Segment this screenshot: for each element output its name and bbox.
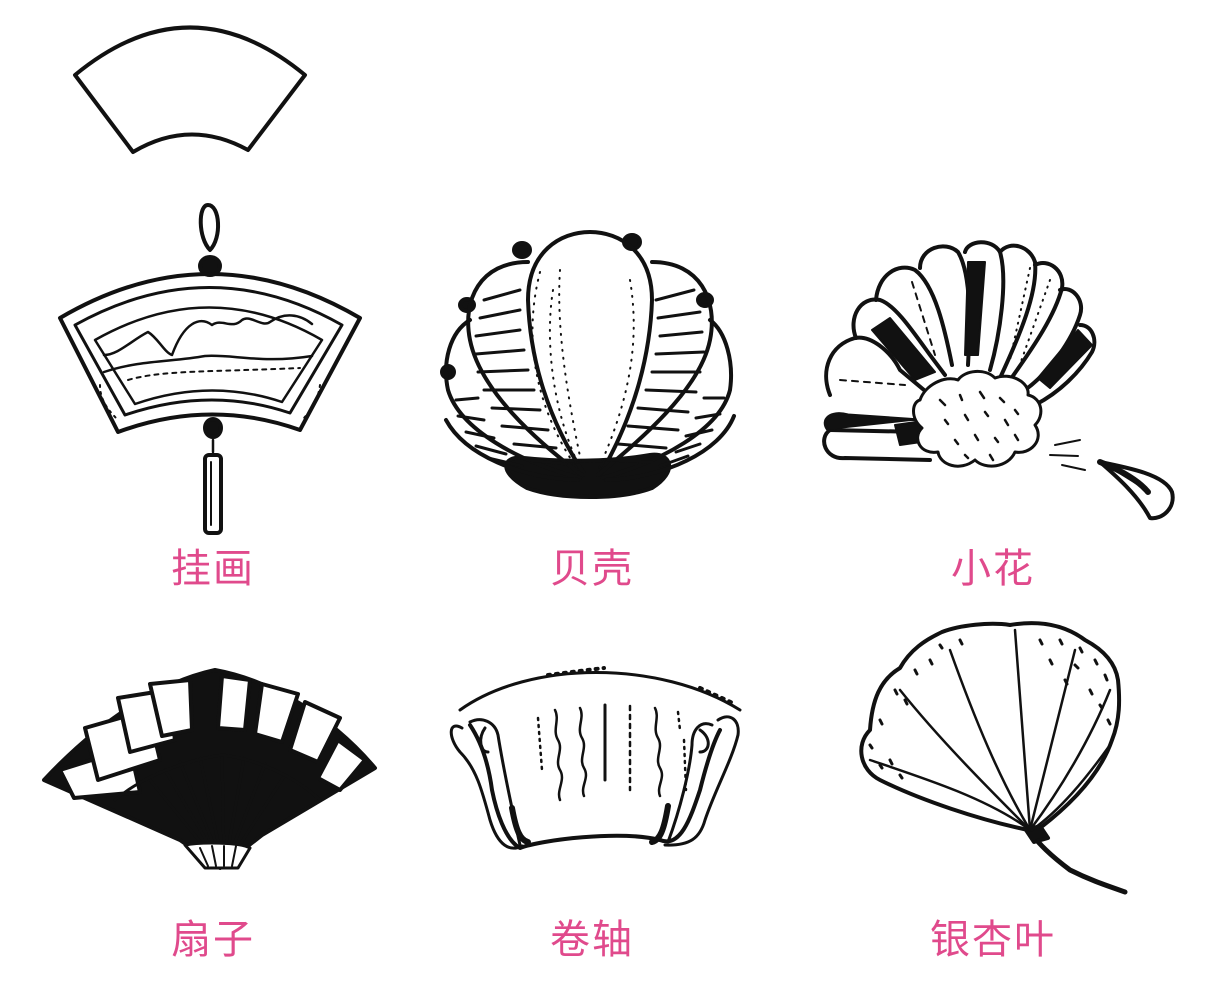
label-folding-fan: 扇子 xyxy=(171,917,255,963)
flower-fan-drawing xyxy=(822,240,1175,521)
label-ginkgo-leaf: 银杏叶 xyxy=(930,917,1056,963)
label-shell: 贝壳 xyxy=(550,546,634,592)
label-flower: 小花 xyxy=(951,546,1035,592)
base-fan-outline-drawing xyxy=(73,25,307,154)
folding-fan-drawing xyxy=(42,668,377,870)
scroll-drawing xyxy=(449,666,742,850)
label-scroll: 卷轴 xyxy=(550,917,634,963)
hanging-painting-drawing xyxy=(58,203,362,535)
label-hanging-painting: 挂画 xyxy=(171,546,255,592)
shell-drawing xyxy=(440,230,736,499)
ginkgo-leaf-drawing xyxy=(859,621,1128,895)
